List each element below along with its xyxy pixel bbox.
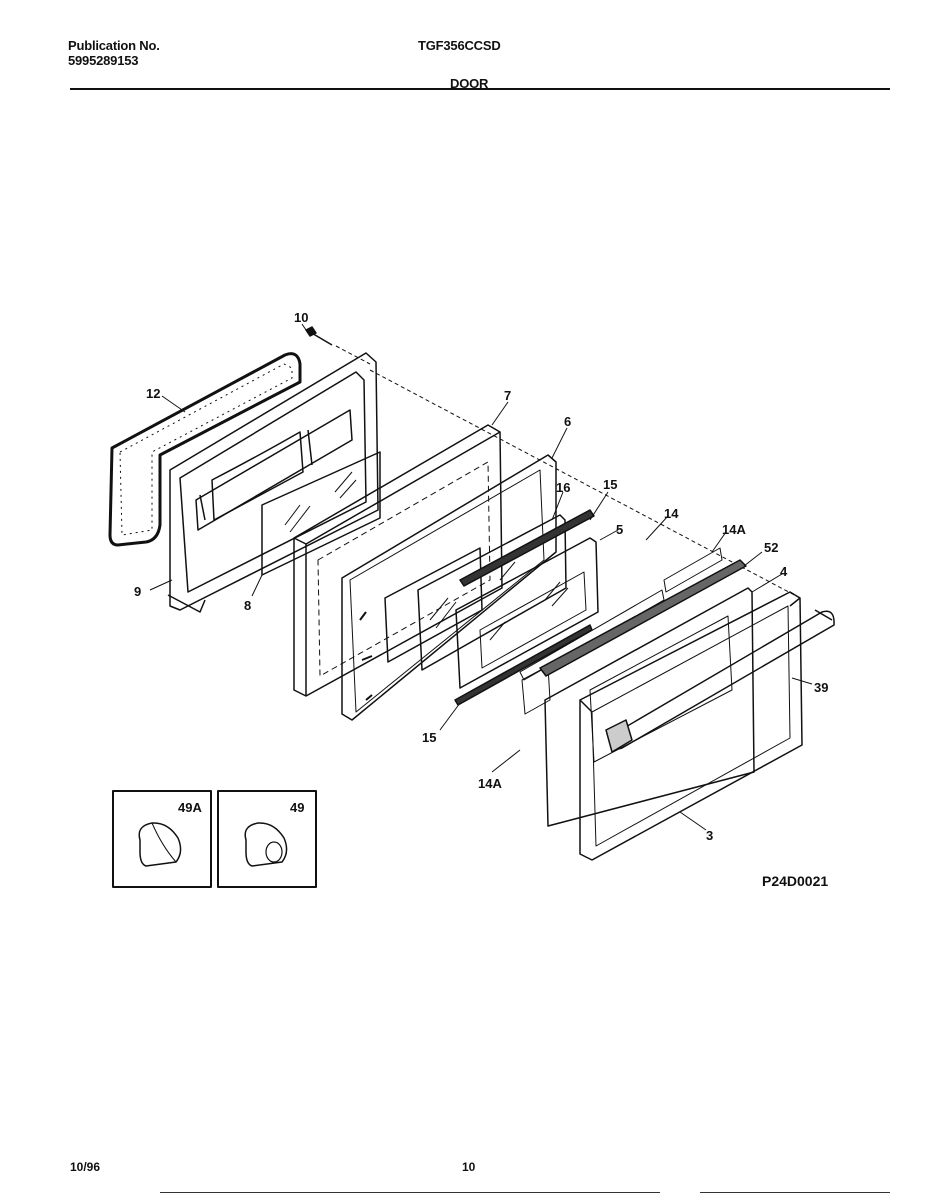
callout-16: 16 <box>556 480 570 495</box>
callout-4: 4 <box>780 564 788 579</box>
alignment-lines <box>335 345 801 599</box>
publication-number: 5995289153 <box>68 53 139 68</box>
door-liner-part <box>341 454 557 721</box>
callout-14a-top: 14A <box>722 522 746 537</box>
callout-49a: 49A <box>178 800 202 815</box>
page-number: 10 <box>462 1160 476 1174</box>
callout-3: 3 <box>706 828 713 843</box>
footer-date: 10/96 <box>70 1160 101 1174</box>
callout-9: 9 <box>134 584 141 599</box>
knob-inset-49a <box>112 790 212 888</box>
knob-inset-49 <box>217 790 317 888</box>
section-title: DOOR <box>450 76 489 91</box>
leader-lines <box>149 323 813 831</box>
callout-7: 7 <box>504 388 511 403</box>
glass-panel-16 <box>417 514 567 671</box>
callout-15-top: 15 <box>603 477 617 492</box>
callout-6: 6 <box>564 414 571 429</box>
trim-part <box>539 559 747 677</box>
insulation-sheet-part <box>519 547 723 715</box>
glass-panel-8 <box>261 451 381 576</box>
bottom-rule-right <box>700 1192 890 1193</box>
bottom-rule-left <box>160 1192 660 1193</box>
header-rule <box>70 88 890 90</box>
model-number: TGF356CCSD <box>418 38 501 53</box>
callout-12: 12 <box>146 386 160 401</box>
bracket-part <box>454 509 595 706</box>
outer-door-frame-part <box>579 591 803 861</box>
callout-8: 8 <box>244 598 251 613</box>
door-handle-part <box>605 609 835 753</box>
gasket-part <box>108 352 302 547</box>
callout-15-bottom: 15 <box>422 730 436 745</box>
callout-14a-bottom: 14A <box>478 776 502 791</box>
publication-label: Publication No. <box>68 38 160 53</box>
diagram-code: P24D0021 <box>762 873 828 889</box>
inner-door-frame-part <box>167 352 379 613</box>
callout-10: 10 <box>294 310 308 325</box>
callout-49: 49 <box>290 800 304 815</box>
callout-39: 39 <box>814 680 828 695</box>
callout-14: 14 <box>664 506 679 521</box>
insulation-part <box>293 424 503 697</box>
callout-5: 5 <box>616 522 623 537</box>
callout-52: 52 <box>764 540 778 555</box>
glass-panel-5 <box>455 537 599 689</box>
